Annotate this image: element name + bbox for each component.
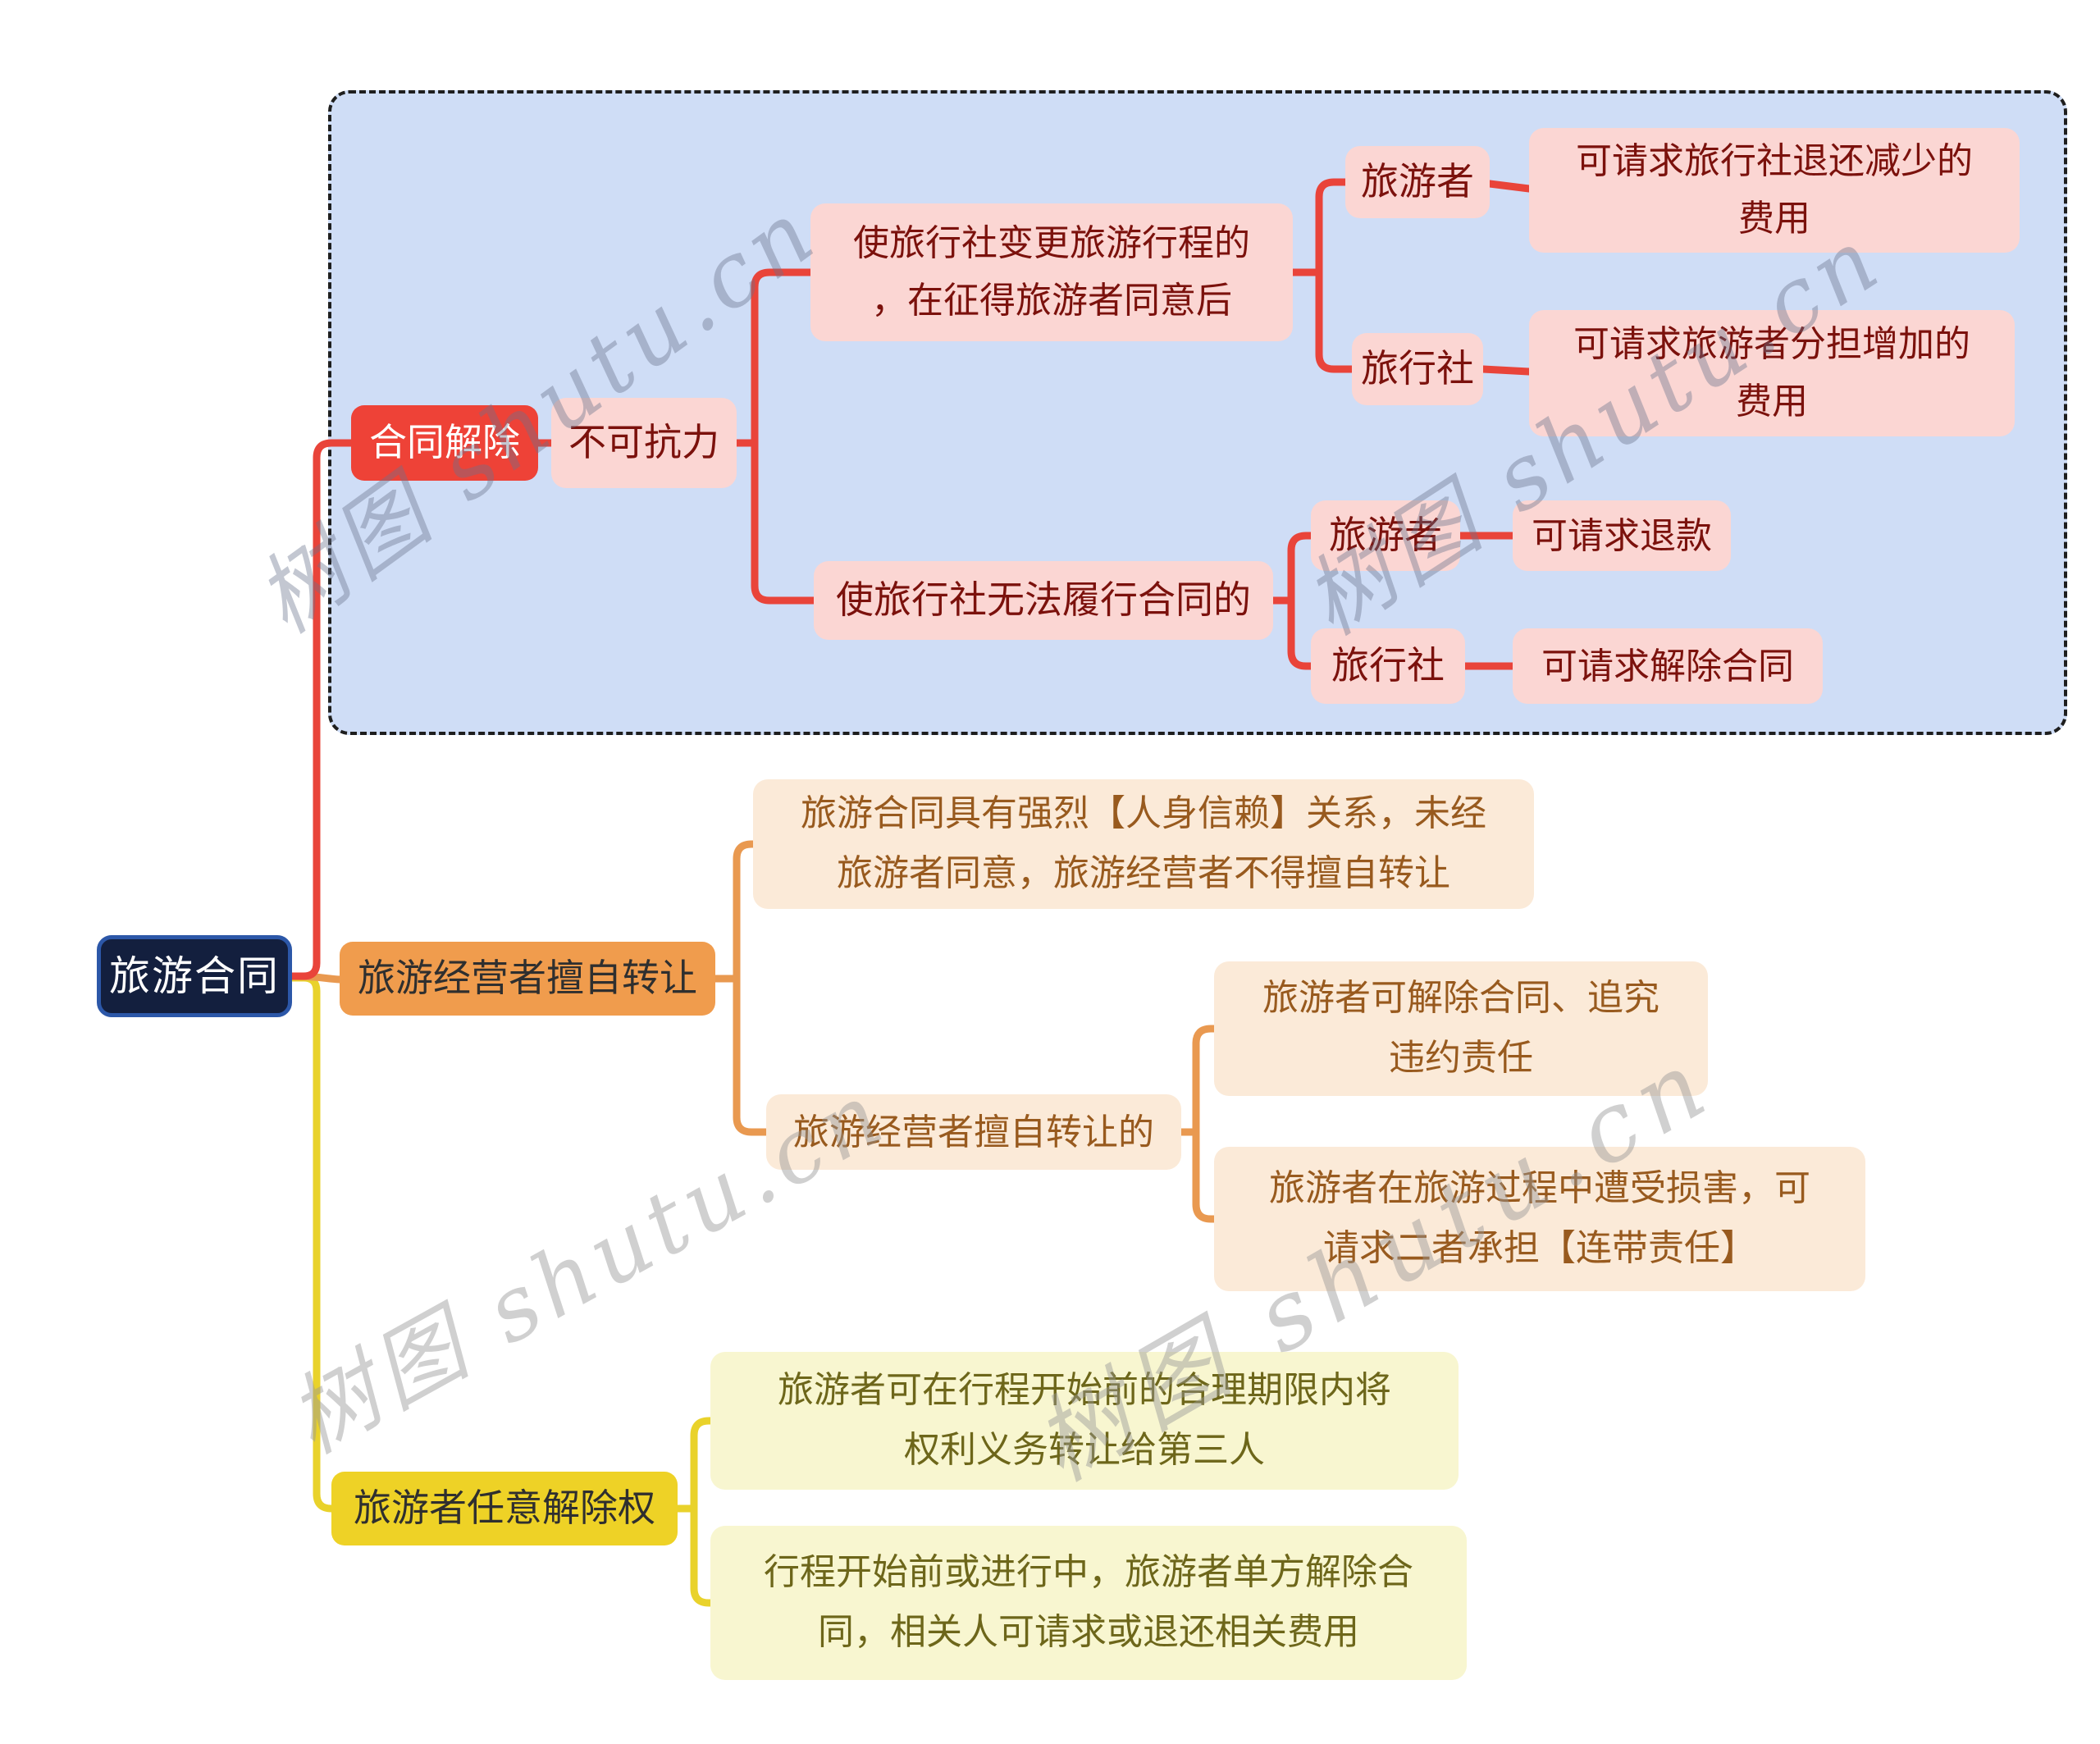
- node-itinerary-change[interactable]: 使旅行社变更旅游行程的 ，在征得旅游者同意后: [810, 203, 1293, 341]
- node-line: 可请求旅行社退还减少的: [1576, 140, 1973, 181]
- node-line: 使旅行社变更旅游行程的: [853, 222, 1250, 263]
- node-tourist-1[interactable]: 旅游者: [1345, 146, 1490, 218]
- branch1-connectors: [288, 178, 1533, 980]
- node-line: 同，相关人可请求或退还相关费用: [818, 1612, 1359, 1652]
- node-line: ，在征得旅游者同意后: [871, 281, 1232, 321]
- node-line: 旅游合同具有强烈【人身信赖】关系，未经: [801, 793, 1486, 834]
- node-line: 权利义务转让给第三人: [904, 1430, 1265, 1470]
- node-force-majeure[interactable]: 不可抗力: [551, 398, 737, 488]
- node-line: 行程开始前或进行中，旅游者单方解除合: [764, 1552, 1413, 1593]
- node-line: 旅游者同意，旅游经营者不得擅自转让: [837, 853, 1450, 893]
- node-operator-unauthorized-transfer[interactable]: 旅游经营者擅自转让: [340, 942, 715, 1016]
- node-unable-to-perform[interactable]: 使旅行社无法履行合同的: [814, 561, 1273, 640]
- node-request-refund[interactable]: 可请求退款: [1513, 500, 1731, 571]
- node-line: 请求二者承担【连带责任】: [1323, 1228, 1756, 1268]
- node-share-increased-fees[interactable]: 可请求旅游者分担增加的 费用: [1529, 310, 2015, 436]
- root-node-travel-contract[interactable]: 旅游合同: [97, 935, 292, 1017]
- node-contract-rescission[interactable]: 合同解除: [351, 405, 538, 481]
- node-tourist-2[interactable]: 旅游者: [1311, 500, 1460, 571]
- branch2-connectors: [288, 840, 1218, 1223]
- node-line: 违约责任: [1389, 1038, 1533, 1078]
- node-tourist-arbitrary-rescission-right[interactable]: 旅游者任意解除权: [331, 1472, 678, 1545]
- node-line: 旅游者可解除合同、追究: [1262, 978, 1659, 1019]
- node-travel-agency-1[interactable]: 旅行社: [1352, 333, 1483, 405]
- node-request-rescind-contract[interactable]: 可请求解除合同: [1513, 628, 1823, 704]
- node-unilateral-rescission-refund[interactable]: 行程开始前或进行中，旅游者单方解除合 同，相关人可请求或退还相关费用: [710, 1526, 1467, 1680]
- node-line: 费用: [1738, 199, 1810, 239]
- node-line: 费用: [1736, 381, 1808, 422]
- node-refund-reduced-fees[interactable]: 可请求旅行社退还减少的 费用: [1529, 128, 2020, 253]
- node-unauthorized-transfer-case[interactable]: 旅游经营者擅自转让的: [766, 1094, 1181, 1170]
- node-personal-trust-note[interactable]: 旅游合同具有强烈【人身信赖】关系，未经 旅游者同意，旅游经营者不得擅自转让: [753, 779, 1534, 909]
- node-travel-agency-2[interactable]: 旅行社: [1311, 628, 1465, 704]
- node-line: 可请求旅游者分担增加的: [1573, 323, 1970, 364]
- node-line: 旅游者在旅游过程中遭受损害，可: [1269, 1168, 1810, 1209]
- node-transfer-to-third-party[interactable]: 旅游者可在行程开始前的合理期限内将 权利义务转让给第三人: [710, 1352, 1459, 1490]
- node-joint-liability[interactable]: 旅游者在旅游过程中遭受损害，可 请求二者承担【连带责任】: [1214, 1147, 1865, 1291]
- node-rescind-and-pursue-liability[interactable]: 旅游者可解除合同、追究 违约责任: [1214, 961, 1708, 1096]
- node-line: 旅游者可在行程开始前的合理期限内将: [778, 1370, 1391, 1411]
